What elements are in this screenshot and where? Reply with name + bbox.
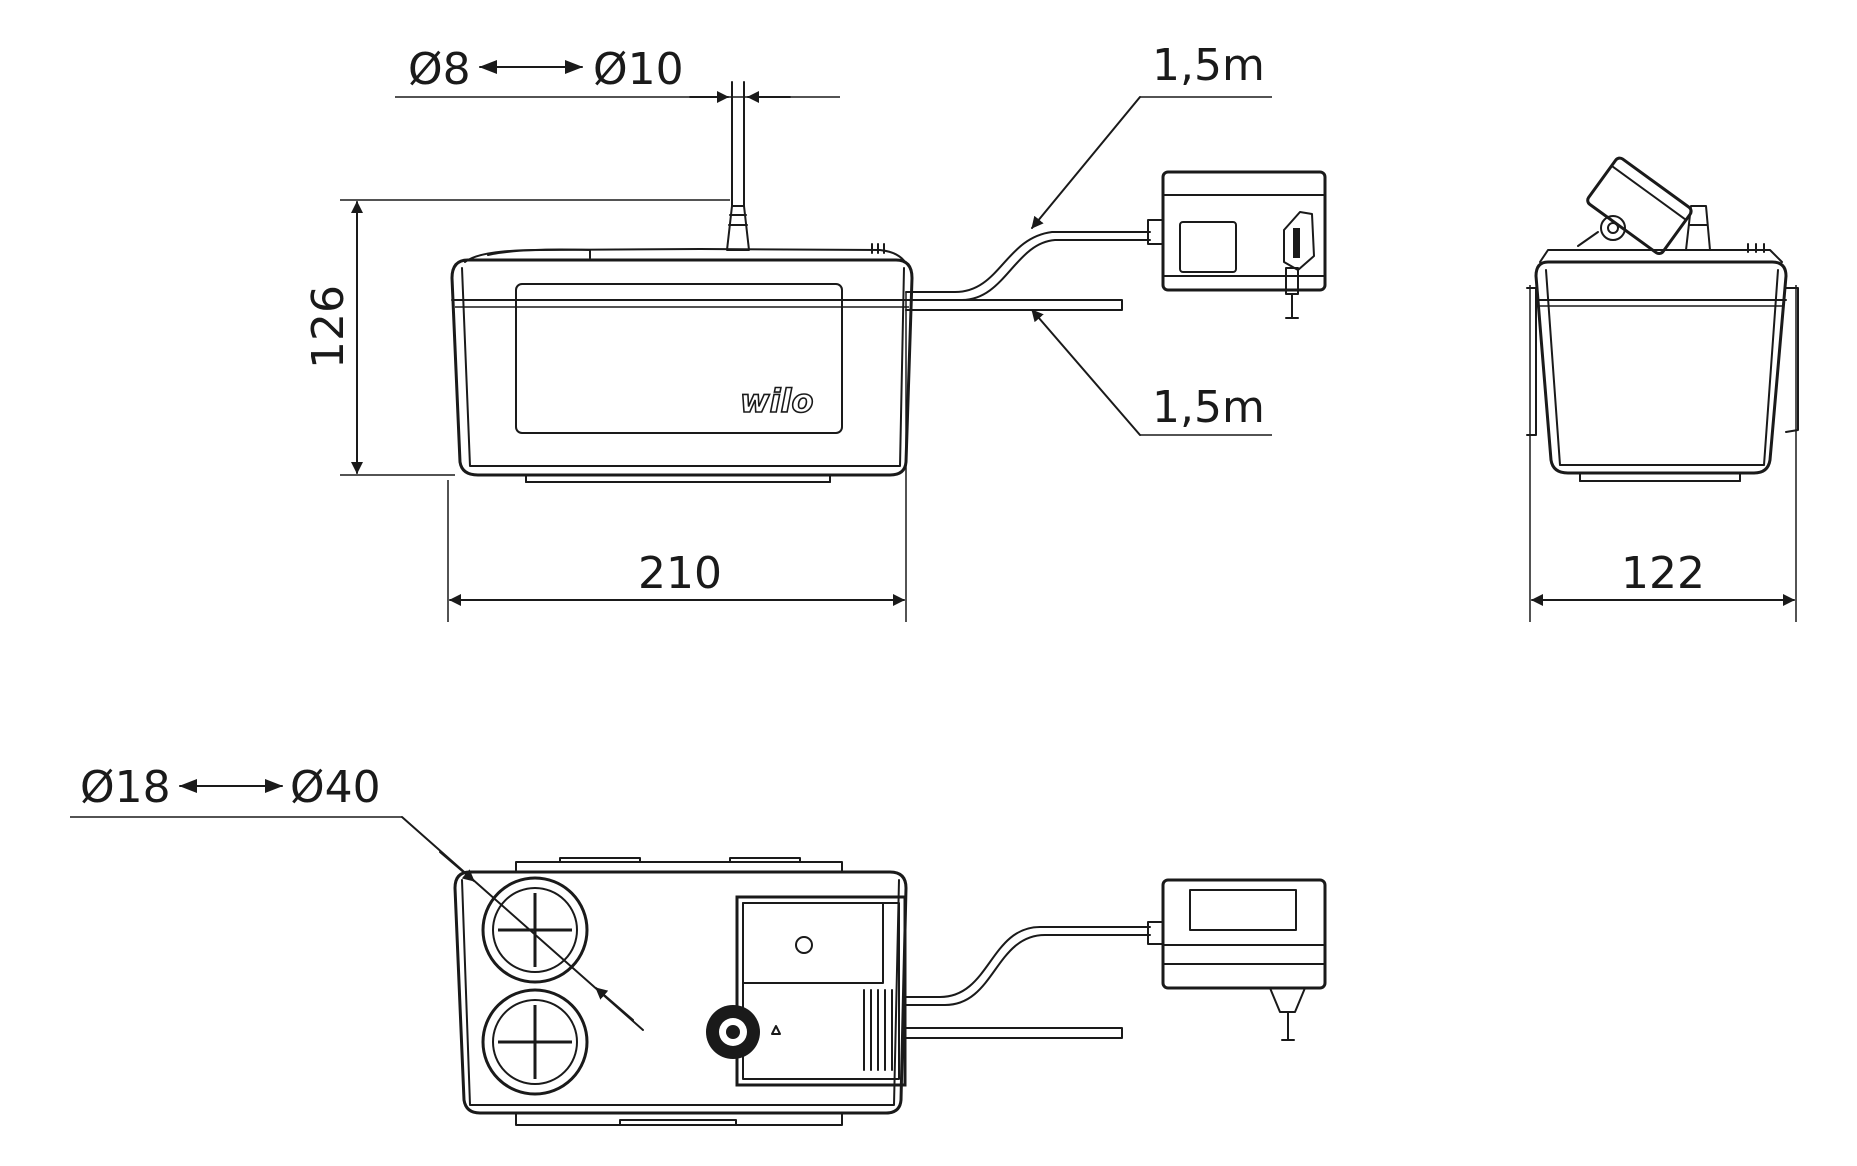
dimension-lines <box>70 60 1797 1031</box>
front-lid <box>464 248 906 263</box>
power-plug <box>1283 211 1315 271</box>
width-label: 210 <box>638 548 722 599</box>
front-view: wilo <box>450 81 1327 483</box>
cable-upper-label: 1,5m <box>1152 40 1265 91</box>
electronics-compartment <box>735 895 907 1087</box>
outlet-min-label: Ø8 <box>408 44 471 95</box>
inlet-port-2 <box>481 988 589 1096</box>
depth-label: 122 <box>1621 548 1705 599</box>
brand-logo: wilo <box>740 382 813 420</box>
compartment-panel <box>742 902 884 984</box>
cable-lower-label: 1,5m <box>1152 382 1265 433</box>
bottom-power-plug <box>1269 987 1306 1013</box>
height-label: 126 <box>303 285 354 369</box>
side-view <box>1526 156 1799 482</box>
outlet-nozzle <box>726 205 750 251</box>
outlet-max-label: Ø10 <box>593 44 684 95</box>
inlet-max-label: Ø40 <box>290 762 381 813</box>
sensor-cable <box>905 299 1123 311</box>
bottom-view <box>453 857 1327 1126</box>
power-cable <box>905 231 1151 293</box>
vent-slots <box>863 989 893 1071</box>
side-nozzle <box>1685 205 1711 251</box>
bottom-power-adapter <box>1161 878 1327 990</box>
sensor-knob <box>706 1005 781 1059</box>
side-housing-outline <box>1534 260 1788 475</box>
adapter-label-window <box>1179 221 1237 273</box>
side-lid <box>1539 249 1783 263</box>
dimension-labels: Ø8 Ø10 126 210 122 1,5m 1,5m Ø18 Ø40 <box>80 40 1705 813</box>
front-panel-window <box>515 283 843 434</box>
bottom-power-cable <box>904 926 1151 998</box>
front-housing-outline <box>450 258 914 477</box>
inlet-min-label: Ø18 <box>80 762 171 813</box>
bottom-sensor-cable <box>904 1027 1123 1039</box>
bottom-housing-outline <box>453 870 908 1115</box>
front-housing-inner-line <box>461 267 905 467</box>
inlet-port-1 <box>481 876 589 984</box>
side-adapter <box>1586 156 1693 256</box>
